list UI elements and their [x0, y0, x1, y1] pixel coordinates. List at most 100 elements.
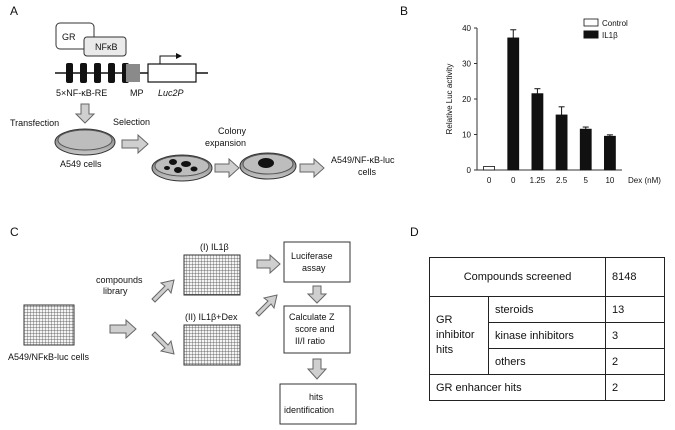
- legend-swatch-il1b: [583, 30, 599, 39]
- table-row: kinase inhibitors 3: [430, 322, 665, 349]
- colony: [169, 159, 177, 165]
- enhancer-label: GR enhancer hits: [429, 374, 606, 401]
- result-arrow: [299, 157, 325, 179]
- y-tick-label: 0: [467, 166, 472, 175]
- re-block: [66, 63, 73, 83]
- gr-line3: hits: [436, 344, 454, 356]
- x-tick-label: 2.5: [556, 176, 568, 185]
- table-row: GR enhancer hits 2: [429, 374, 665, 401]
- hit-category: others: [488, 348, 606, 375]
- x-tick-label: 5: [584, 176, 589, 185]
- flow-arrow-up: [255, 294, 278, 317]
- enhancer-value: 2: [605, 374, 665, 401]
- flow-arrow-down: [306, 358, 328, 380]
- hits-line2: identification: [284, 405, 334, 415]
- luciferase-box: [283, 241, 351, 283]
- promoter-arrowhead: [176, 53, 182, 59]
- x-tick-label: 10: [605, 176, 614, 185]
- legend-swatch-control: [583, 18, 599, 27]
- table-row: others 2: [430, 348, 665, 375]
- flow-arrow-down: [306, 285, 328, 304]
- luciferase-line1: Luciferase: [291, 251, 333, 261]
- selection-dish-inner: [154, 155, 210, 177]
- y-axis-label: Relative Luc activity: [445, 64, 454, 135]
- gr-line2: inhibitor: [436, 329, 475, 341]
- x-tick-label: 1.25: [530, 176, 546, 185]
- calc-line2: score and: [295, 324, 335, 334]
- calc-line3: II/I ratio: [295, 336, 325, 346]
- promoter-arrow: [159, 55, 176, 64]
- transfection-arrow: [74, 103, 96, 124]
- colony-large: [258, 158, 274, 168]
- panel-a-letter: A: [10, 4, 18, 18]
- hit-category: kinase inhibitors: [488, 322, 606, 349]
- mp-block: [126, 64, 140, 82]
- compounds-label-line2: library: [103, 286, 128, 296]
- re-block: [108, 63, 115, 83]
- x-tick-label: 0: [487, 176, 492, 185]
- hits-box: [279, 383, 357, 425]
- il1b-dex-plate: [183, 324, 241, 366]
- panel-d-letter: D: [410, 225, 419, 239]
- bar: [555, 114, 568, 171]
- a549-label: A549 cells: [60, 159, 102, 169]
- gr-inhibitor-hits-label: GR inhibitor hits: [429, 296, 489, 375]
- result-label-line1: A549/NF-κB-luc: [331, 155, 395, 165]
- legend-label-il1b: IL1β: [602, 31, 618, 40]
- colony: [174, 167, 182, 173]
- luc-gene-box: [147, 63, 197, 83]
- flow-arrow-down: [151, 331, 175, 355]
- colony-label-line1: Colony: [218, 126, 247, 136]
- colony: [181, 161, 191, 167]
- bar: [507, 37, 520, 171]
- hit-count: 2: [605, 348, 665, 375]
- il1b-label: (I) IL1β: [200, 242, 229, 252]
- hit-count: 3: [605, 322, 665, 349]
- re-block: [80, 63, 87, 83]
- luc-label: Luc2P: [158, 88, 184, 98]
- bar: [483, 166, 495, 171]
- transfection-label: Transfection: [10, 118, 59, 128]
- flow-arrow-up: [151, 279, 175, 303]
- screening-results-table: Compounds screened 8148 GR inhibitor hit…: [429, 257, 665, 401]
- colony: [190, 166, 198, 172]
- result-label-line2: cells: [358, 167, 377, 177]
- nfkb-box: [83, 36, 127, 57]
- colony-label-line2: expansion: [205, 138, 246, 148]
- re-label: 5×NF-κB-RE: [56, 88, 107, 98]
- flow-arrow: [109, 318, 137, 340]
- x-tick-label: 0: [511, 176, 516, 185]
- mp-label: MP: [130, 88, 144, 98]
- compounds-label-line1: compounds: [96, 275, 143, 285]
- luciferase-line2: assay: [302, 263, 326, 273]
- y-tick-label: 40: [462, 24, 471, 33]
- panel-b-letter: B: [400, 4, 408, 18]
- bar: [604, 135, 616, 171]
- screened-value: 8148: [605, 257, 665, 297]
- flow-arrow: [256, 253, 281, 275]
- y-tick-label: 10: [462, 131, 471, 140]
- table-row: Compounds screened 8148: [429, 257, 665, 297]
- calc-box: [283, 305, 351, 354]
- y-tick-label: 20: [462, 95, 471, 104]
- il1b-plate: [183, 254, 241, 296]
- y-tick-label: 30: [462, 60, 471, 69]
- selection-arrow: [121, 133, 149, 155]
- selection-label: Selection: [113, 117, 150, 127]
- calc-line1: Calculate Z: [289, 312, 335, 322]
- x-axis-label: Dex (nM): [628, 176, 661, 185]
- hit-category: steroids: [488, 296, 606, 323]
- colony: [164, 166, 170, 170]
- gr-label: GR: [62, 32, 76, 42]
- gr-line1: GR: [436, 314, 453, 326]
- bar: [579, 128, 592, 171]
- screened-label: Compounds screened: [429, 257, 606, 297]
- cells-label: A549/NFκB-luc cells: [8, 352, 90, 362]
- panel-c-letter: C: [10, 225, 19, 239]
- hits-line1: hits: [309, 392, 324, 402]
- nfkb-label: NFκB: [95, 42, 118, 52]
- expansion-arrow: [214, 157, 240, 179]
- re-block: [94, 63, 101, 83]
